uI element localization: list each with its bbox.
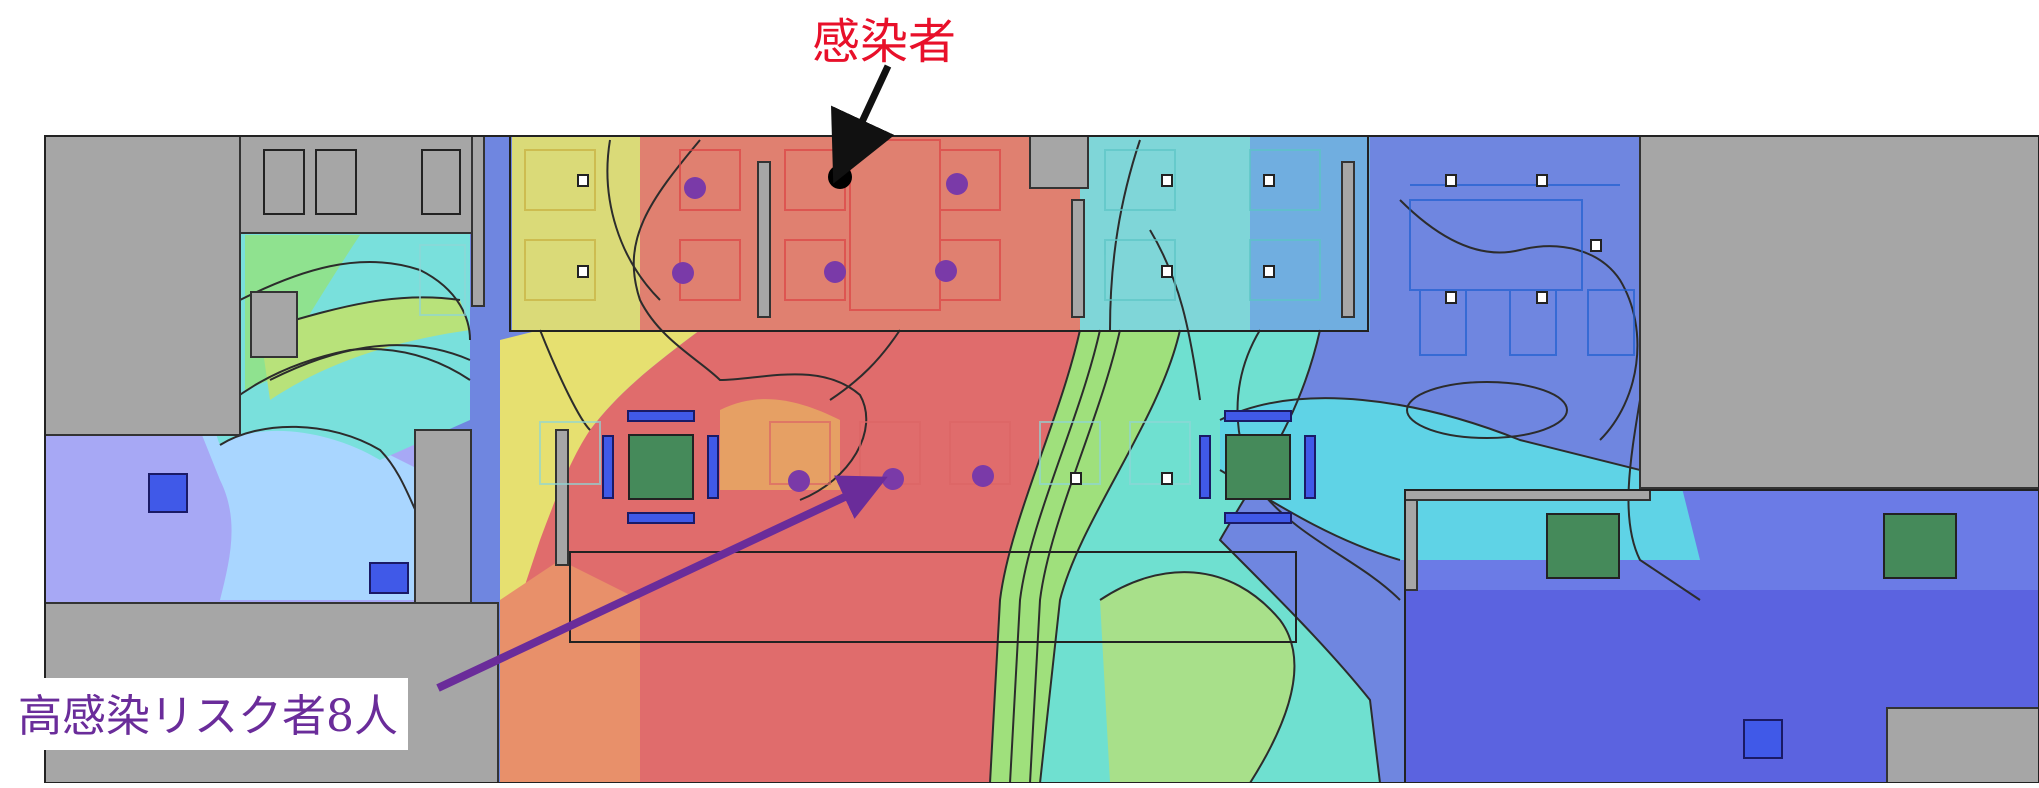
infected-arrow xyxy=(831,64,895,184)
infected-label: 感染者 xyxy=(812,14,957,70)
infected-person xyxy=(828,165,852,189)
high-risk-label: 高感染リスク者8人 xyxy=(14,678,408,750)
chairs xyxy=(148,410,1783,759)
high-risk-people xyxy=(672,173,994,492)
table-blocks xyxy=(628,434,1957,579)
high-risk-arrow xyxy=(436,475,888,692)
walls xyxy=(44,135,2039,784)
